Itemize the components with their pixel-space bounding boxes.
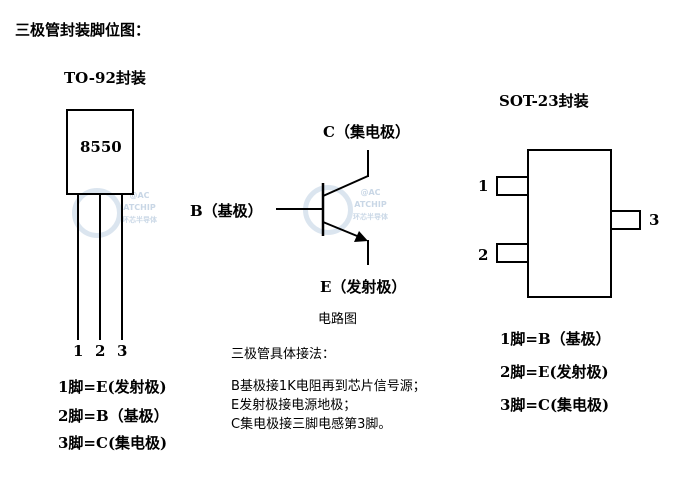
sot23-pin-3 bbox=[610, 210, 641, 230]
emitter-label: E（发射极） bbox=[320, 278, 407, 296]
collector-lead bbox=[322, 175, 369, 197]
collector-label: C（集电极） bbox=[323, 123, 410, 141]
wiring-line: C集电极接三脚电感第3脚。 bbox=[231, 417, 392, 432]
sot23-heading: SOT-23封装 bbox=[499, 92, 589, 110]
emitter-lead bbox=[322, 221, 363, 239]
to92-part-number: 8550 bbox=[80, 138, 122, 156]
to92-pin-desc: 2脚=B（基极） bbox=[58, 407, 169, 425]
sot23-pin-number: 1 bbox=[478, 177, 489, 195]
sot23-pin-desc: 3脚=C(集电极) bbox=[500, 396, 610, 414]
to92-pin-desc: 3脚=C(集电极) bbox=[58, 434, 168, 452]
circuit-caption: 电路图 bbox=[318, 312, 358, 327]
emitter-arrow bbox=[354, 231, 368, 242]
page-title: 三极管封装脚位图： bbox=[15, 21, 151, 39]
to92-heading: TO-92封装 bbox=[64, 69, 146, 87]
to92-pin-number: 3 bbox=[117, 342, 128, 360]
watermark: @AC ATCHIP 环芯半导体 bbox=[72, 188, 157, 238]
to92-pin-desc: 1脚=E(发射极) bbox=[58, 378, 167, 396]
sot23-body bbox=[527, 149, 612, 298]
sot23-pin-2 bbox=[496, 243, 529, 263]
sot23-pin-desc: 2脚=E(发射极) bbox=[500, 363, 609, 381]
wiring-line: B基极接1K电阻再到芯片信号源； bbox=[231, 379, 426, 394]
to92-pin-number: 1 bbox=[73, 342, 84, 360]
wiring-heading: 三极管具体接法： bbox=[231, 347, 336, 362]
sot23-pin-desc: 1脚=B（基极） bbox=[500, 330, 611, 348]
to92-pin-number: 2 bbox=[95, 342, 106, 360]
sot23-pin-number: 3 bbox=[649, 211, 660, 229]
sot23-pin-1 bbox=[496, 176, 529, 196]
sot23-pin-number: 2 bbox=[478, 246, 489, 264]
base-label: B（基极） bbox=[190, 202, 263, 220]
wiring-line: E发射极接电源地极； bbox=[231, 398, 357, 413]
